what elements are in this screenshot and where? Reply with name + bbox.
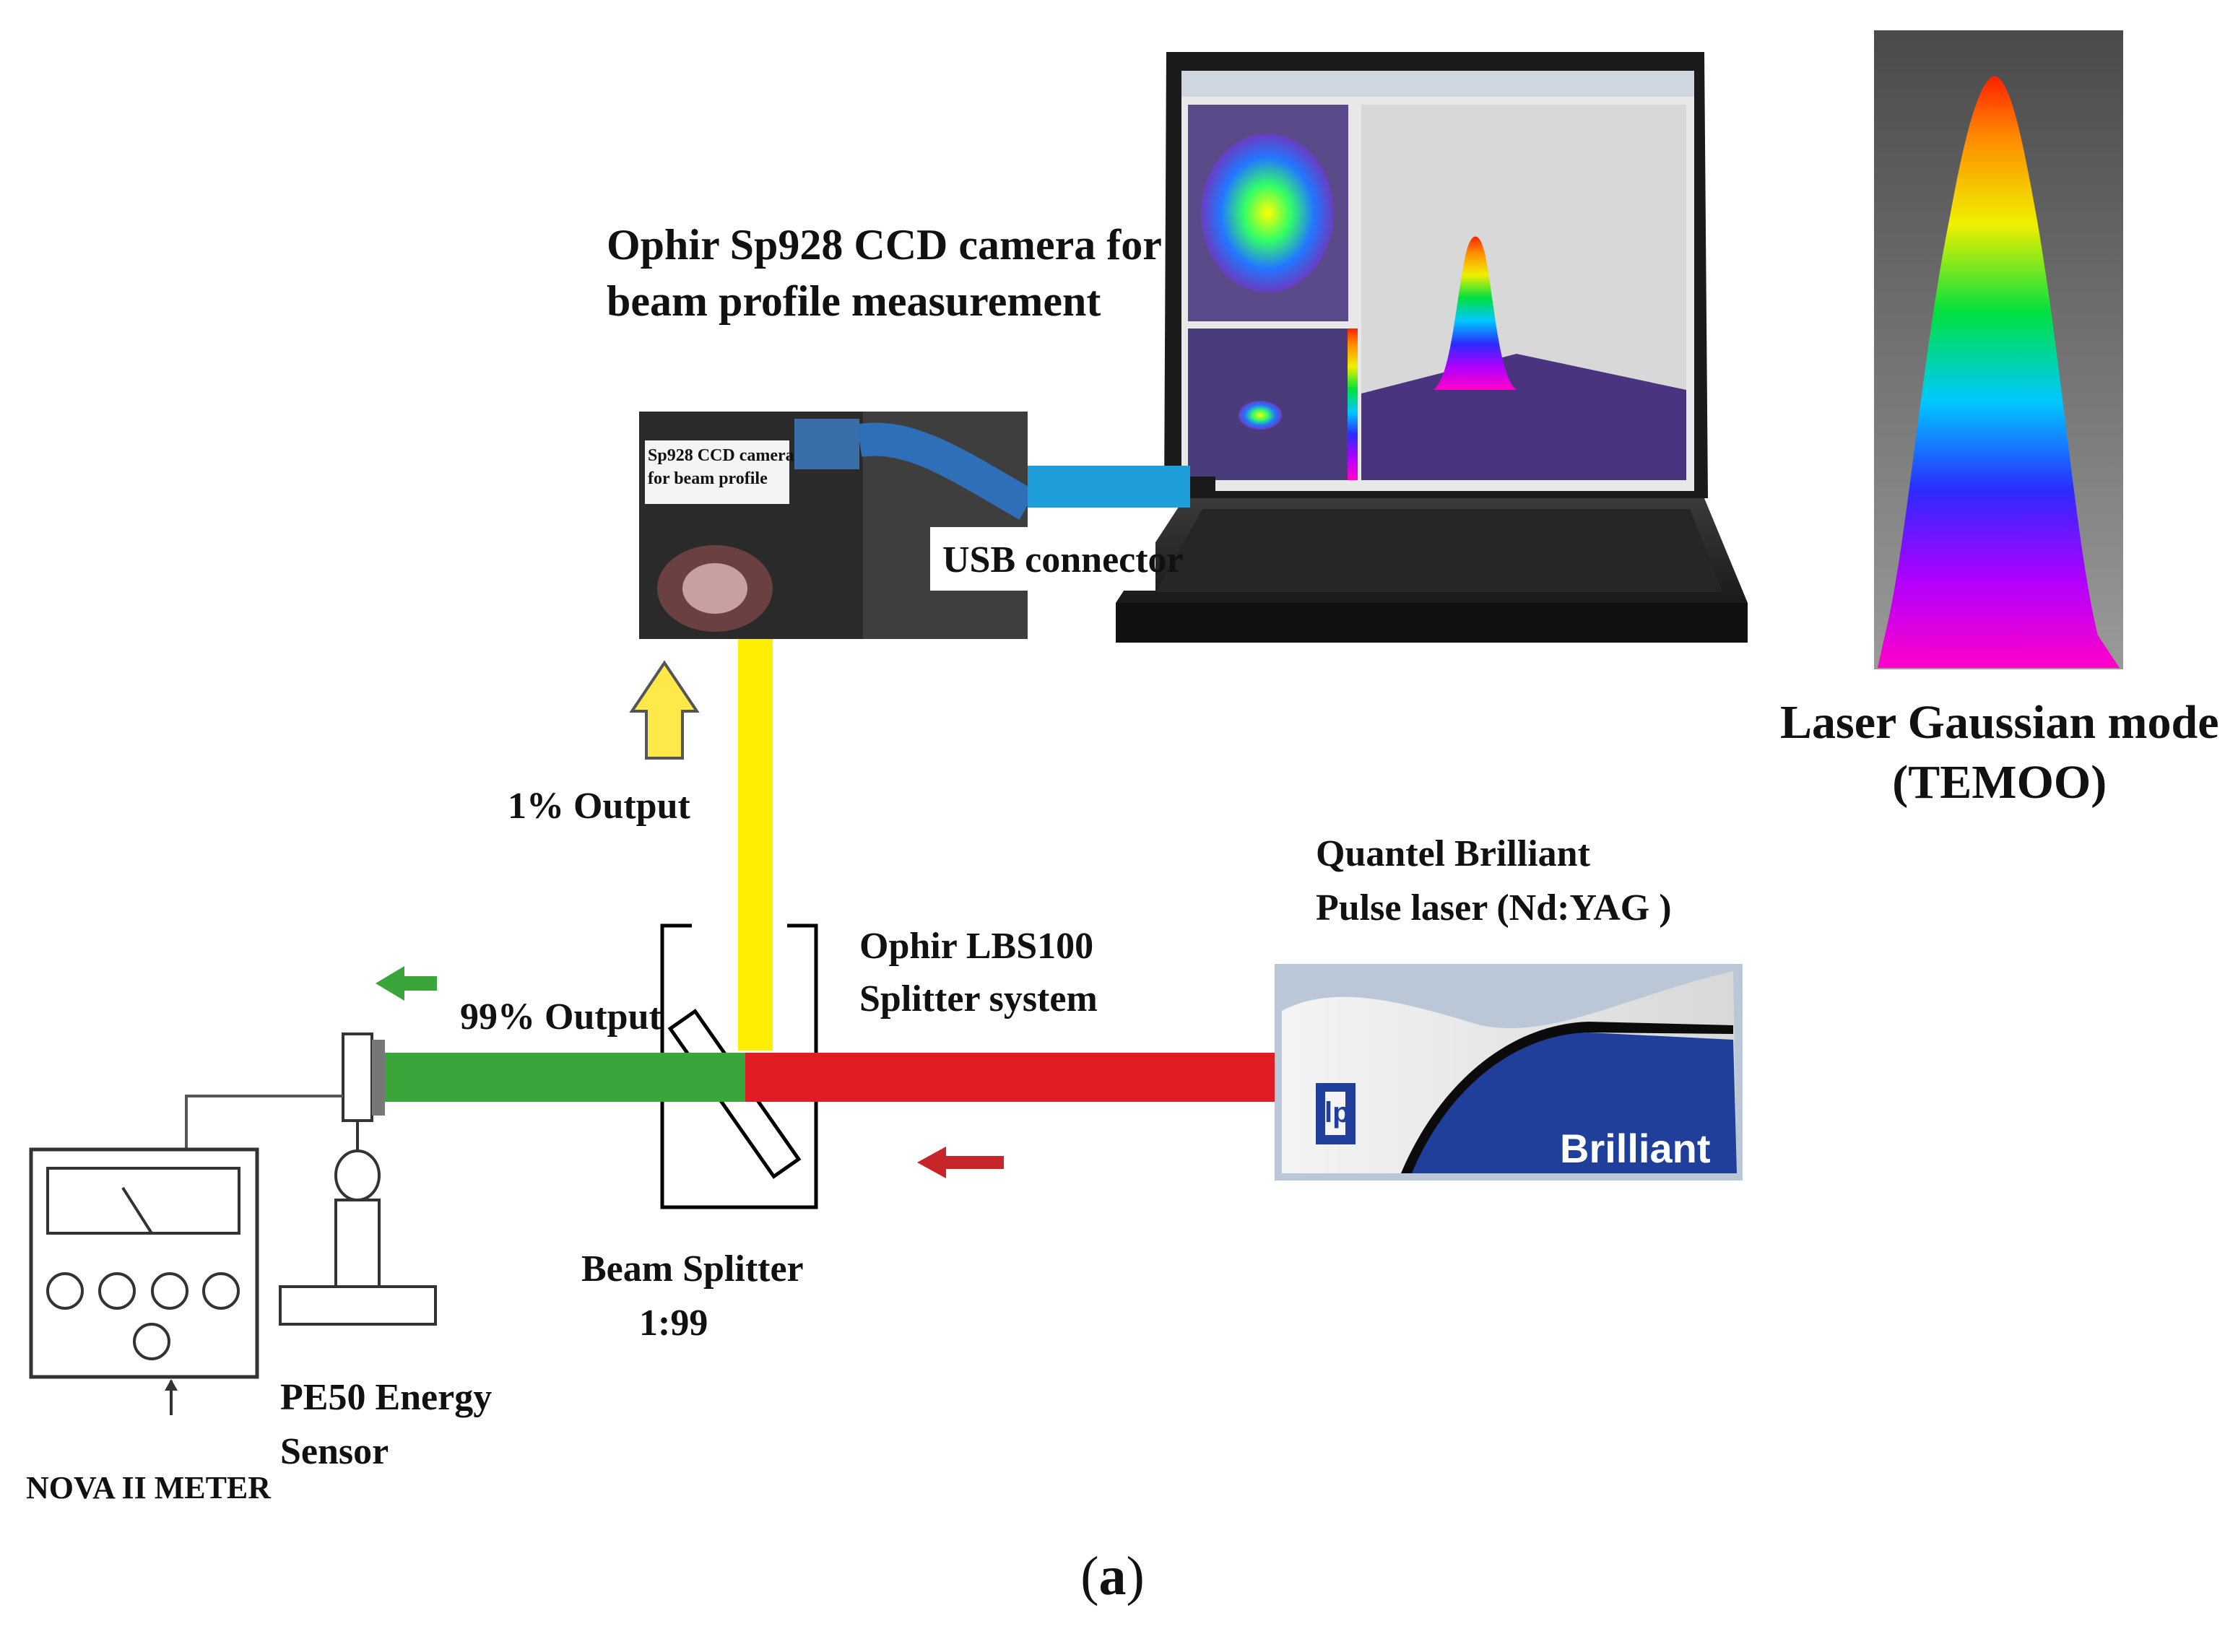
arrow-up-icon xyxy=(629,660,700,760)
figure-caption: (a) xyxy=(1080,1546,1145,1607)
arrow-left-green-icon xyxy=(376,966,437,1001)
usb-cable xyxy=(1028,466,1190,508)
ccd-camera-photo xyxy=(639,412,1036,639)
laser-beam xyxy=(737,1053,1275,1102)
energy-sensor-icon xyxy=(279,1032,437,1326)
ninety-nine-output-label: 99% Output xyxy=(460,996,662,1038)
nova-meter-label: NOVA II METER xyxy=(26,1470,272,1505)
one-percent-beam xyxy=(738,639,773,1051)
ninety-nine-beam xyxy=(384,1053,745,1102)
one-percent-output-label: 1% Output xyxy=(508,786,690,827)
laptop-icon xyxy=(1116,52,1748,643)
gaussian-mode-label: Laser Gaussian mode(TEMOO) xyxy=(1780,696,2219,809)
usb-label-box xyxy=(930,527,1155,591)
laser-head-photo xyxy=(1275,964,1743,1181)
gaussian-profile-plot xyxy=(1874,30,2123,669)
arrow-left-red-icon xyxy=(917,1147,1004,1178)
usb-plug xyxy=(1190,477,1215,497)
nova-meter-icon xyxy=(29,1147,259,1415)
usb-connector-label: USB connector xyxy=(942,539,1184,581)
laser-brand-text: Brilliant xyxy=(1560,1126,1711,1171)
laser-logo-text: lp xyxy=(1324,1097,1350,1129)
sensor-cable xyxy=(185,1095,343,1149)
